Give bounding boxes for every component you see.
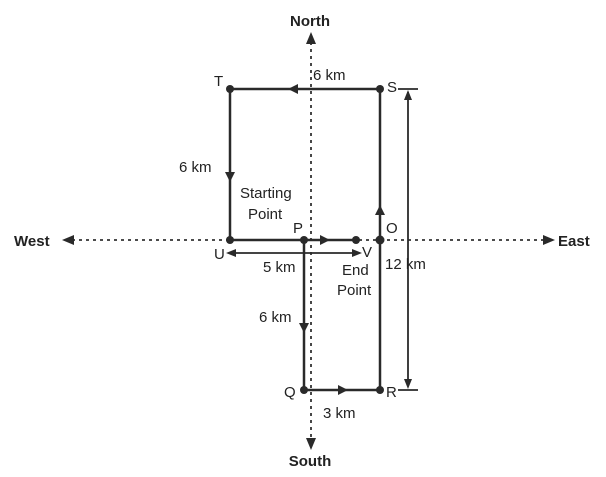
end-point-line2: Point bbox=[337, 282, 372, 299]
right-arrow-icon bbox=[320, 235, 330, 245]
distance-pq: 6 km bbox=[259, 309, 292, 326]
north-label: North bbox=[290, 13, 330, 30]
distance-qr: 3 km bbox=[323, 405, 356, 422]
dot-v bbox=[352, 236, 360, 244]
label-p: P bbox=[293, 220, 303, 237]
dot-o bbox=[375, 235, 385, 245]
measure-up-arrow-icon bbox=[404, 90, 412, 100]
down-arrow-icon bbox=[225, 172, 235, 182]
starting-point-line2: Point bbox=[248, 206, 283, 223]
up-arrow-icon bbox=[375, 205, 385, 215]
south-arrow-icon bbox=[306, 438, 316, 450]
east-arrow-icon bbox=[543, 235, 555, 245]
north-arrow-icon bbox=[306, 32, 316, 44]
dot-t bbox=[226, 85, 234, 93]
dot-p bbox=[300, 236, 308, 244]
pq-down-arrow-icon bbox=[299, 323, 309, 333]
dot-r bbox=[376, 386, 384, 394]
label-u: U bbox=[214, 246, 225, 263]
south-label: South bbox=[289, 453, 332, 470]
dot-q bbox=[300, 386, 308, 394]
label-v: V bbox=[362, 244, 372, 261]
west-label: West bbox=[14, 233, 50, 250]
left-arrow-icon bbox=[288, 84, 298, 94]
starting-point-line1: Starting bbox=[240, 185, 292, 202]
dot-s bbox=[376, 85, 384, 93]
label-q: Q bbox=[284, 384, 296, 401]
distance-sr: 12 km bbox=[385, 256, 426, 273]
distance-uv: 5 km bbox=[263, 259, 296, 276]
west-arrow-icon bbox=[62, 235, 74, 245]
label-t: T bbox=[214, 73, 223, 90]
measure-down-arrow-icon bbox=[404, 379, 412, 389]
label-r: R bbox=[386, 384, 397, 401]
qr-right-arrow-icon bbox=[338, 385, 348, 395]
measure-right-arrow-icon bbox=[352, 249, 362, 257]
measure-left-arrow-icon bbox=[226, 249, 236, 257]
distance-tu: 6 km bbox=[179, 159, 212, 176]
end-point-line1: End bbox=[342, 262, 369, 279]
dot-u bbox=[226, 236, 234, 244]
east-label: East bbox=[558, 233, 590, 250]
distance-ts: 6 km bbox=[313, 67, 346, 84]
label-s: S bbox=[387, 79, 397, 96]
label-o: O bbox=[386, 220, 398, 237]
